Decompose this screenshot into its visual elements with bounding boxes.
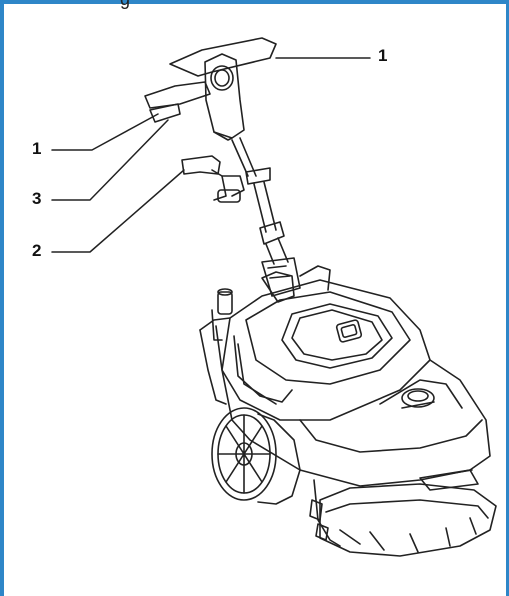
frame-top-border [0, 0, 509, 4]
wheel [211, 407, 301, 505]
body [199, 288, 491, 491]
callout-handle-right: 1 [378, 46, 388, 65]
leader-lever [51, 169, 185, 253]
lever [181, 155, 245, 203]
frame-right-border [506, 0, 509, 596]
callout-lever: 2 [32, 241, 42, 260]
handle-bar [144, 37, 277, 141]
leader-handle-left [51, 113, 159, 151]
frame-left-border [0, 0, 4, 596]
callout-trigger: 3 [32, 189, 42, 208]
callout-handle-left: 1 [32, 139, 42, 158]
header-fragment: g [120, 0, 130, 10]
tank [221, 265, 431, 421]
brush-deck [309, 479, 497, 557]
leader-lines [51, 57, 371, 253]
shaft [231, 137, 301, 297]
leader-trigger [51, 119, 169, 201]
